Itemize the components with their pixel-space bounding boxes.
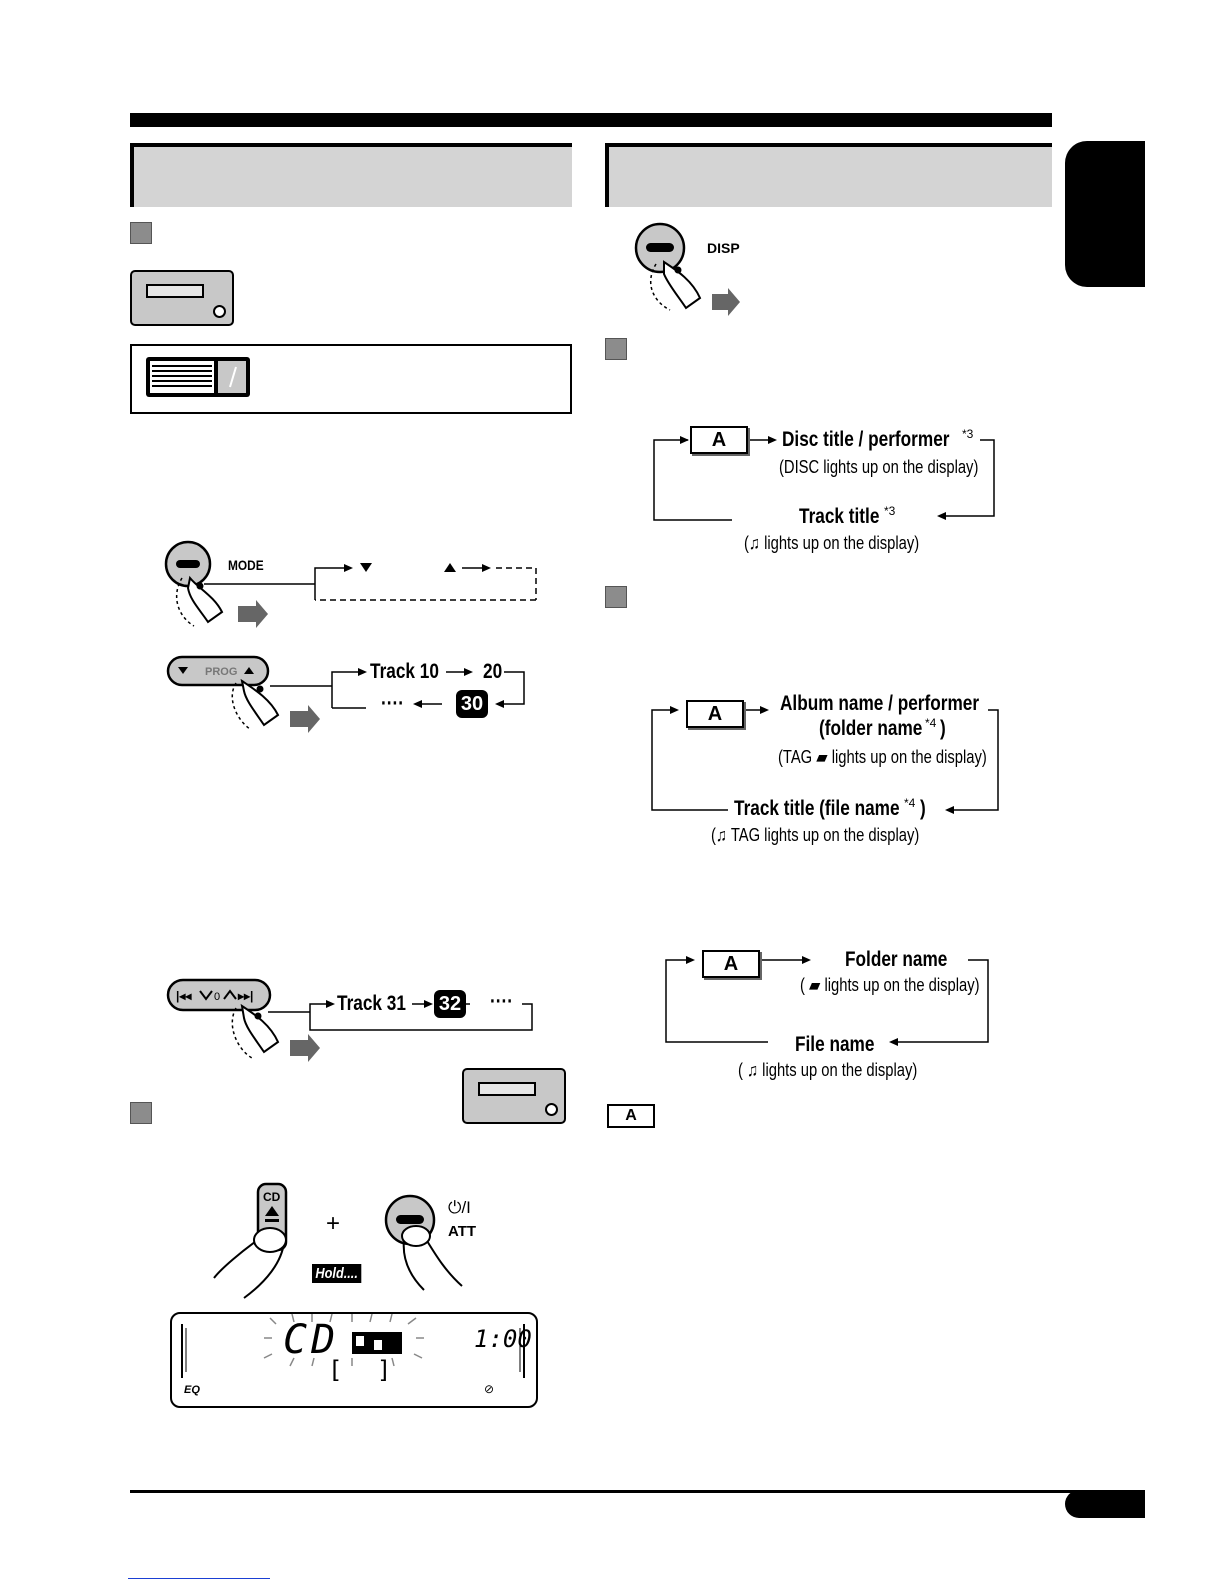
track-seq-more: ···· — [381, 692, 404, 715]
cycle2-bottom-sub: (♫ TAG lights up on the display) — [711, 825, 920, 845]
prog-button-press-icon[interactable] — [166, 655, 346, 737]
hold-badge: Hold.... — [312, 1264, 362, 1283]
skip-seq-more: ···· — [490, 990, 513, 1013]
skip-seq-item-2-selected: 32 — [434, 990, 466, 1018]
unit-slot-icon-2 — [478, 1082, 536, 1096]
lcd-frame-bars — [181, 1313, 525, 1378]
lcd-display — [170, 1312, 538, 1408]
changer-note-box — [130, 344, 572, 414]
section-header-left — [130, 143, 572, 207]
bottom-rule — [130, 1490, 1145, 1493]
cycle2-top: Album name / performer — [780, 692, 980, 715]
cycle2-arrows — [651, 706, 999, 814]
cycle1-bottom: Track title — [799, 505, 880, 528]
lcd-eq: EQ — [184, 1384, 200, 1396]
att-label: ATT — [448, 1223, 477, 1240]
skip-cycle-arrows — [268, 1000, 533, 1031]
cycle1-top-sub: (DISC lights up on the display) — [779, 457, 979, 477]
cycle2-box-a: A — [686, 700, 744, 728]
cycle2-top-sub: (TAG ▰ lights up on the display) — [778, 747, 987, 767]
cycle2-bottom: Track title (file name — [734, 797, 900, 820]
cd-changer-icon — [146, 357, 250, 397]
cycle2-bottom-note: *4 — [904, 796, 916, 810]
cycle2-top2-end: ) — [940, 717, 946, 740]
track-cycle-arrows — [270, 668, 525, 709]
legend-box-a: A — [607, 1104, 655, 1128]
cycle1-arrows — [653, 436, 995, 521]
link-underline — [128, 1578, 270, 1579]
lcd-main-text: CD — [283, 1317, 340, 1363]
cycle1-top: Disc title / performer — [782, 428, 950, 451]
cycle1-box-a: A — [690, 426, 748, 454]
unit-knob-icon-2 — [545, 1103, 558, 1116]
skip-button-press-icon[interactable]: |◂◂ 0 ▸▸| — [166, 978, 346, 1070]
cd-eject-button-press-icon[interactable] — [210, 1182, 300, 1302]
unit-slot-icon — [146, 284, 204, 298]
section-header-right — [605, 143, 1052, 207]
power-label: ⏻/I — [448, 1198, 471, 1217]
cycle3-bottom-sub: ( ♫ lights up on the display) — [738, 1060, 918, 1080]
step-marker-2a — [605, 338, 627, 360]
disp-label: DISP — [707, 240, 740, 256]
step-marker-1 — [130, 222, 152, 244]
lcd-disc-icon: ⊘ — [484, 1382, 495, 1396]
cycle3-bottom: File name — [795, 1033, 875, 1056]
step-marker-3 — [130, 1102, 152, 1124]
cycle3-box-a: A — [702, 950, 760, 978]
page-number-tab — [1065, 1490, 1145, 1518]
unit-icon-2 — [462, 1068, 566, 1124]
mode-button-press-icon[interactable] — [160, 538, 280, 630]
prog-label: PROG — [205, 666, 238, 678]
skip-seq-item-1: Track 31 — [337, 992, 406, 1015]
cycle3-top-sub: ( ▰ lights up on the display) — [800, 975, 980, 995]
cycle2-bottom-end: ) — [920, 797, 926, 820]
top-rule — [130, 113, 1052, 127]
svg-text:|◂◂: |◂◂ — [176, 989, 192, 1003]
unit-icon — [130, 270, 234, 326]
track-seq-item-3-selected: 30 — [456, 690, 488, 718]
power-att-button-press-icon[interactable] — [380, 1190, 480, 1300]
language-side-tab — [1065, 141, 1145, 287]
lcd-time: 1:00 — [474, 1325, 532, 1353]
cycle3-top: Folder name — [845, 948, 948, 971]
unit-knob-icon — [213, 305, 226, 318]
svg-text:0: 0 — [214, 991, 220, 1003]
mode-label: MODE — [228, 557, 264, 573]
cycle2-top2-note: *4 — [925, 716, 937, 730]
disp-button-press-icon[interactable] — [630, 220, 760, 316]
lcd-sub-text: [ ] — [328, 1356, 402, 1384]
cycle1-bottom-note: *3 — [884, 504, 896, 518]
track-seq-item-2: 20 — [483, 660, 503, 683]
cycle3-arrows — [665, 956, 989, 1046]
step-marker-2b — [605, 586, 627, 608]
cd-label: CD — [263, 1190, 281, 1204]
track-seq-item-1: Track 10 — [370, 660, 439, 683]
cycle1-bottom-sub: (♫ lights up on the display) — [744, 533, 920, 553]
plus-sign: + — [326, 1210, 341, 1237]
cycle2-top2: (folder name — [819, 717, 923, 740]
svg-text:▸▸|: ▸▸| — [237, 989, 253, 1003]
cycle1-top-note: *3 — [962, 427, 974, 441]
mode-cycle-arrows — [204, 563, 537, 601]
